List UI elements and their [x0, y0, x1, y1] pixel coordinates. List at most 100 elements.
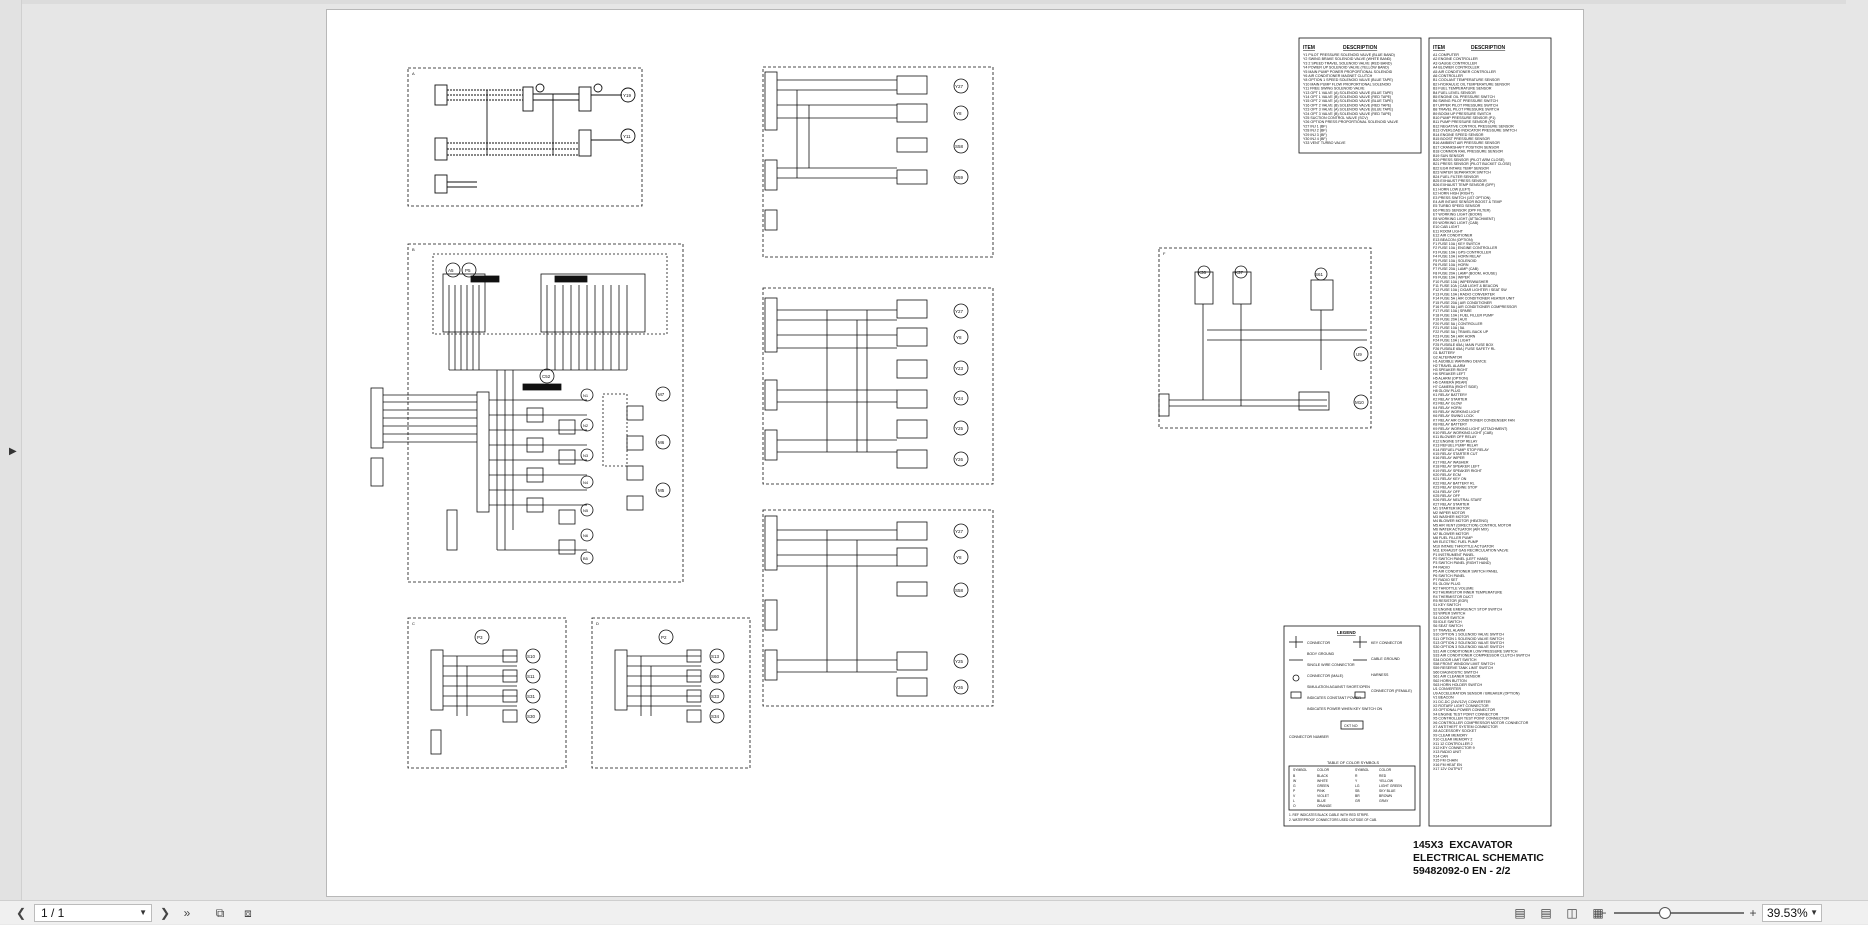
grid-view-icon[interactable]: ▦ [1592, 906, 1604, 920]
symbol-b-4-circle [655, 434, 671, 450]
item-table-2-row: K5 RELAY WORKING LIGHT [1433, 410, 1481, 414]
item-table-2-row: S30 OPTION 3 SOLENOID VALVE SWITCH [1433, 645, 1504, 649]
color-table-frame [1288, 765, 1416, 811]
section-e2-wiring [764, 297, 969, 469]
item-table-2-row: A4 BLOWER CONTROLLER [1433, 66, 1480, 70]
zoom-level-field[interactable]: 39.53% ▼ [1762, 904, 1822, 922]
symbol-b-6: N1 [583, 393, 589, 398]
item-table-1-row: Y15 OPT 2 VALVE (A) SOLENOID VALVE (BLUE… [1303, 99, 1393, 103]
color-table-cell: B [1293, 774, 1296, 778]
legend-entry: HARNESS [1371, 673, 1389, 677]
color-table-header: COLOR [1317, 768, 1330, 772]
chevron-down-icon[interactable]: ▼ [1810, 908, 1818, 917]
item-table-2-row: F6 FUSE 10A | HORN [1433, 263, 1469, 267]
item-table-2-row: S6 SEAT SWITCH [1433, 624, 1463, 628]
item-table-2-row: E13 BEACON (OPTION) [1433, 238, 1473, 242]
item-table-2-row: F5 FUSE 10A | SOLENOID [1433, 259, 1477, 263]
item-table-2-row: F3 FUSE 10A | GPS CONTROLLER [1433, 250, 1491, 254]
item-table-2-row: E2 HORN HIGH (RIGHT) [1433, 192, 1474, 196]
fit-page-icon[interactable]: ⧉ [215, 906, 225, 920]
item-table-2-row: K11 BLOWER OFF RELAY [1433, 435, 1477, 439]
prev-page-icon[interactable]: ❮ [15, 906, 27, 920]
item-table-2-row: F26 FUSIBLE 65A | FUSE SAFETY RL [1433, 347, 1495, 351]
item-table-2-row: S2 ENGINE EMERGENCY STOP SWITCH [1433, 607, 1502, 611]
item-table-2-row: R4 THERMISTOR DUCT [1433, 595, 1474, 599]
symbol-f-0: K36 [1198, 270, 1207, 275]
item-table-2-row: X8 ACCESSORY SOCKET [1433, 729, 1477, 733]
color-table-cell: BLUE [1317, 799, 1327, 803]
item-table-1-row: Y13 OPT 1 VALVE (A) SOLENOID VALVE (BLUE… [1303, 91, 1393, 95]
color-table-cell: SB [1355, 789, 1360, 793]
item-table-1-row: Y11 FREE SWING SOLENOID VALVE [1303, 87, 1365, 91]
symbol-b-9-circle [580, 475, 594, 489]
last-page-icon[interactable]: » [183, 906, 191, 920]
zoom-in-icon[interactable]: + [1749, 906, 1757, 920]
symbol-b-1: P5 [465, 268, 471, 273]
rotate-icon[interactable]: ⧈ [244, 906, 252, 920]
section-a-frame [407, 67, 643, 207]
continuous-view-icon[interactable]: ▤ [1540, 906, 1552, 920]
item-table-2-row: F12 FUSE 10A | CIGAR LIGHTER / SEAT SW [1433, 288, 1507, 292]
symbol-f-1: K37 [1235, 270, 1244, 275]
page-number-field[interactable]: 1 / 1 ▼ [34, 904, 152, 922]
item-table-1-row: Y23 OPT 3 VALVE (A) SOLENOID VALVE (BLUE… [1303, 108, 1393, 112]
section-a-wiring [434, 83, 636, 194]
next-page-icon[interactable]: ❯ [159, 906, 171, 920]
chevron-down-icon[interactable]: ▼ [139, 908, 147, 917]
color-table-header: SYMBOL [1293, 768, 1307, 772]
item-table-2-row: V1 BEACON [1433, 696, 1454, 700]
item-table-2-row: A2 ENGINE CONTROLLER [1433, 57, 1478, 61]
item-table-2-row: F13 FUSE 10A | RADIO CONVERTER [1433, 292, 1495, 296]
item-table-2-row: F23 FUSE 5A | AIR HORN [1433, 334, 1476, 338]
section-d-frame [591, 617, 751, 769]
item-table-2-row: B2 HYDRAULIC OIL TEMPERATURE SENSOR [1433, 82, 1510, 86]
item-table-2-row: F2 FUSE 10A | ENGINE CONTROLLER [1433, 246, 1498, 250]
item-table-2-row: K22 RELAY BATTERY RL [1433, 481, 1475, 485]
item-table-2-row: F21 FUSE 10A | 5A [1433, 326, 1465, 330]
item-table-2-row: B26 EXHAUST TEMP SENSOR (DPF) [1433, 183, 1495, 187]
zoom-out-icon[interactable]: − [1599, 906, 1607, 920]
section-e3-frame [762, 509, 994, 707]
symbol-e3-1: Y8 [956, 555, 962, 560]
item-table-2-row: H2 TRAVEL ALARM [1433, 364, 1465, 368]
item-table-2-row: B20 PRESS SENSOR (PILOT ARM CLOSE) [1433, 158, 1504, 162]
color-table-header: COLOR [1379, 768, 1392, 772]
item-table-2-row: S62 HORN BUTTON [1433, 679, 1467, 683]
item-table-2-row: S11 OPTION 1 SOLENOID VALVE SWITCH [1433, 637, 1504, 641]
item-table-2-row: K18 RELAY SPEAKER LEFT [1433, 465, 1480, 469]
symbol-d-4: S34 [711, 714, 720, 719]
symbol-b-4: M6 [658, 440, 665, 445]
sidebar-expand-icon[interactable]: ▶ [9, 446, 17, 457]
item-table-1-row: Y10 MAIN PUMP FLOW PROPORTIONAL SOLENOID [1303, 82, 1391, 86]
item-table-2-row: X1 DC-DC (24V/12V) CONVERTER [1433, 700, 1491, 704]
item-table-1-row: Y4 POWER UP SOLENOID VALVE (YELLOW BAND) [1303, 66, 1389, 70]
item-table-2-row: X17 12V OUTPUT [1433, 767, 1463, 771]
symbol-b-9: N4 [583, 480, 589, 485]
two-page-view-icon[interactable]: ◫ [1566, 906, 1578, 920]
symbol-b-2-circle [539, 368, 555, 384]
left-sidebar-rail[interactable]: ▶ [0, 0, 22, 900]
item-table-2-frame [1428, 37, 1552, 827]
item-table-2-row: X3 OPTIONAL POWER CONNECTOR [1433, 708, 1496, 712]
item-table-2-row: F15 FUSE 20A | AIR CONDITIONER [1433, 301, 1492, 305]
zoom-slider[interactable] [1614, 907, 1744, 919]
item-table-1-row: Y1 PILOT PRESSURE SOLENOID VALVE (BLUE B… [1303, 53, 1395, 57]
item-table-2-row: R2 THROTTLE VOLUME [1433, 586, 1474, 590]
item-table-2-row: X14 CAN [1433, 754, 1448, 758]
item-table-1-row: Y25 SUCTION CONTROL VALVE (SCV) [1303, 116, 1368, 120]
right-scroll-rail[interactable] [1846, 0, 1868, 900]
item-table-2-row: B24 FUEL FILTER SENSOR [1433, 175, 1479, 179]
item-table-2-row: H5 ALARM (OPTION) [1433, 376, 1468, 380]
item-table-2-row: M10 INTAKE THROTTLE ACTUATOR [1433, 544, 1494, 548]
item-table-2-row: K9 RELAY WORKING LIGHT (ATTACHMENT) [1433, 427, 1507, 431]
zoom-slider-thumb[interactable] [1659, 907, 1672, 919]
symbol-b-8: N3 [583, 453, 589, 458]
item-table-2-row: S63 HORN HOLDER SWITCH [1433, 683, 1483, 687]
single-page-view-icon[interactable]: ▤ [1514, 906, 1526, 920]
item-table-2-row: R3 THERMISTOR INNER TEMPERATURE [1433, 591, 1503, 595]
item-table-2-row: B12 NEGATIVE CONTROL PRESSURE SENSOR [1433, 124, 1514, 128]
item-table-2-row: A5 AIR CONDITIONER CONTROLLER [1433, 70, 1496, 74]
symbol-b-3: M7 [658, 392, 665, 397]
